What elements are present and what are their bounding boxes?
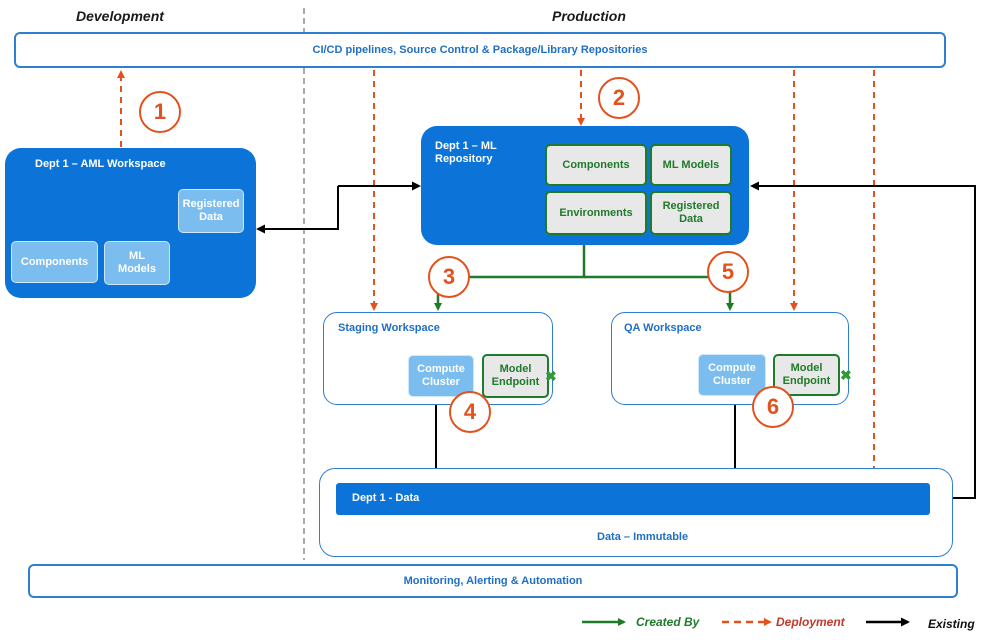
qa-endpoint-x-icon: ✖ xyxy=(840,367,852,383)
header-production: Production xyxy=(552,8,626,24)
staging-workspace: Staging Workspace Compute Cluster Model … xyxy=(323,312,553,405)
repo-ml-models: ML Models xyxy=(650,144,732,186)
ml-repository: Dept 1 – ML Repository Components ML Mod… xyxy=(421,126,749,245)
staging-endpoint-x-icon: ✖ xyxy=(545,368,557,384)
dev-aml-workspace: Dept 1 – AML Workspace Registered Data C… xyxy=(5,148,256,298)
dev-registered-data: Registered Data xyxy=(178,189,244,233)
staging-workspace-title: Staging Workspace xyxy=(338,322,440,334)
legend-created-by: Created By xyxy=(636,615,700,629)
ml-repository-title: Dept 1 – ML Repository xyxy=(435,140,497,166)
staging-compute-cluster: Compute Cluster xyxy=(408,355,474,397)
step-4-badge: 4 xyxy=(449,391,491,433)
step-2-badge: 2 xyxy=(598,77,640,119)
dept-data-label: Dept 1 - Data xyxy=(352,492,420,504)
dev-workspace-title: Dept 1 – AML Workspace xyxy=(35,158,166,170)
qa-workspace: QA Workspace Compute Cluster Model Endpo… xyxy=(611,312,849,405)
header-development: Development xyxy=(76,8,164,24)
step-6-badge: 6 xyxy=(752,386,794,428)
repo-environments: Environments xyxy=(545,191,647,235)
dev-ml-models: ML Models xyxy=(104,241,170,285)
step-1-badge: 1 xyxy=(139,91,181,133)
qa-workspace-title: QA Workspace xyxy=(624,322,702,334)
staging-model-endpoint: Model Endpoint xyxy=(482,354,549,398)
step-5-badge: 5 xyxy=(707,251,749,293)
dept-data-bar: Dept 1 - Data xyxy=(336,483,930,515)
qa-compute-cluster: Compute Cluster xyxy=(698,354,766,396)
repo-registered-data: Registered Data xyxy=(650,191,732,235)
legend-deployment: Deployment xyxy=(776,615,845,629)
step-3-badge: 3 xyxy=(428,256,470,298)
data-immutable-label: Data – Immutable xyxy=(597,531,689,543)
existing-link-dev-repo xyxy=(256,186,339,234)
cicd-bar: CI/CD pipelines, Source Control & Packag… xyxy=(14,32,946,68)
monitoring-bar: Monitoring, Alerting & Automation xyxy=(28,564,958,598)
repo-components: Components xyxy=(545,144,647,186)
legend-existing: Existing xyxy=(928,617,975,631)
dev-components: Components xyxy=(11,241,98,283)
